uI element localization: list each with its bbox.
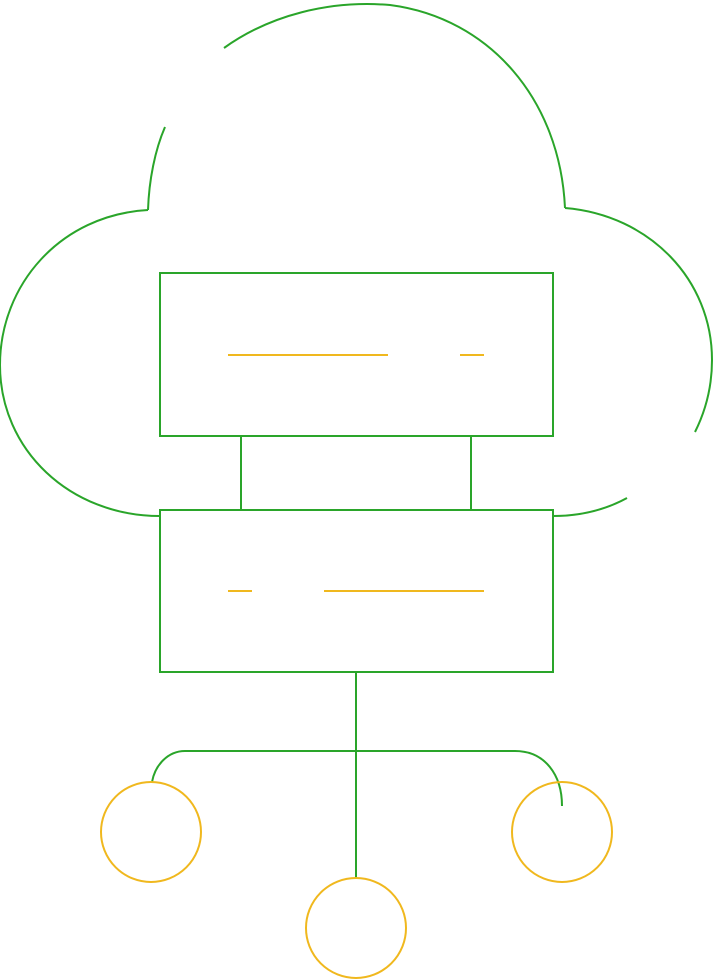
cloud-left-lobe <box>0 209 161 517</box>
cloud-bottom-right <box>552 497 628 517</box>
network-tree <box>151 672 563 878</box>
network-node-left <box>100 781 202 883</box>
server-top <box>159 272 554 437</box>
network-node-center <box>305 877 407 979</box>
cloud-left-small-arc <box>147 126 166 211</box>
network-node-right <box>511 781 613 883</box>
server-top-box <box>159 272 554 437</box>
cloud-right-lobe <box>564 207 713 433</box>
server-bottom <box>159 509 554 673</box>
network-left-branch <box>151 750 356 783</box>
cloud-top-lobe <box>223 3 566 209</box>
cloud-outline <box>0 3 713 517</box>
network-right-branch <box>356 750 563 807</box>
network-node-circles <box>100 781 613 979</box>
